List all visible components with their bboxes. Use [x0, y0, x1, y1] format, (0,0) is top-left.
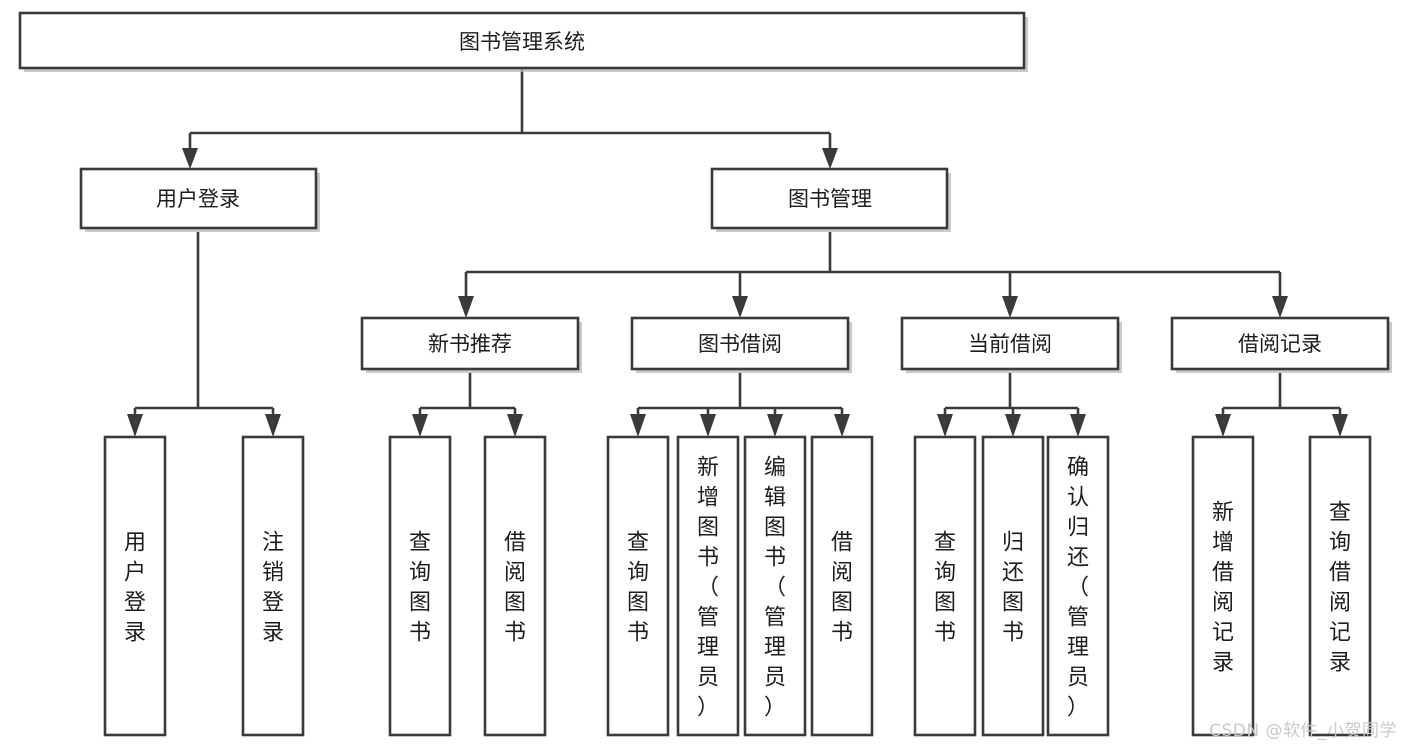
- node-current-borrow[interactable]: 当前借阅: [900, 316, 1122, 373]
- leaf-box: [913, 435, 977, 737]
- arrow-bm-to-current-borrow: [1002, 296, 1018, 318]
- leaf-current-borrow-3[interactable]: 确认归还（管理员）: [1046, 435, 1110, 737]
- leaf-user-login-2[interactable]: 注销登录: [241, 435, 305, 737]
- leaf-current-borrow-1[interactable]: 查询图书: [913, 435, 977, 737]
- arrow-root-to-user-login: [182, 148, 198, 169]
- arrow-current-borrow-leaf2: [1005, 414, 1021, 437]
- node-new-book-recommend[interactable]: 新书推荐: [360, 316, 582, 373]
- node-user-login[interactable]: 用户登录: [79, 167, 320, 232]
- arrow-book-borrow-leaf1: [630, 414, 646, 437]
- user-login-box: [79, 167, 318, 230]
- arrow-book-borrow-leaf4: [834, 414, 850, 437]
- leaf-label: 查询图书: [627, 530, 649, 645]
- arrow-user-login-leaf2: [265, 414, 281, 437]
- leaf-label: 编辑图书（管理员）: [764, 455, 786, 720]
- leaf-box: [388, 435, 452, 737]
- arrow-bm-to-new-book: [458, 296, 474, 318]
- arrow-new-book-leaf1: [412, 414, 428, 437]
- leaf-label: 用户登录: [124, 530, 146, 645]
- current-borrow-box: [900, 316, 1120, 371]
- leaf-label: 借阅图书: [831, 530, 853, 645]
- leaf-label: 注销登录: [262, 530, 284, 645]
- borrow-record-box: [1170, 316, 1390, 371]
- leaf-label: 归还图书: [1002, 530, 1024, 645]
- leaf-box: [743, 435, 807, 737]
- leaf-current-borrow-2[interactable]: 归还图书: [981, 435, 1045, 737]
- node-root[interactable]: 图书管理系统: [18, 11, 1028, 72]
- root-label: 图书管理系统: [459, 30, 585, 54]
- arrow-bm-to-book-borrow: [732, 296, 748, 318]
- node-borrow-record[interactable]: 借阅记录: [1170, 316, 1392, 373]
- book-manage-box: [710, 167, 949, 230]
- user-login-label: 用户登录: [156, 187, 240, 211]
- leaf-box: [483, 435, 547, 737]
- leaf-new-book-2[interactable]: 借阅图书: [483, 435, 547, 737]
- arrow-current-borrow-leaf3: [1070, 414, 1086, 437]
- root-box: [18, 11, 1026, 70]
- borrow-record-label: 借阅记录: [1238, 332, 1322, 356]
- new-book-label: 新书推荐: [428, 332, 512, 356]
- arrow-root-to-book-manage: [822, 148, 838, 169]
- arrow-book-borrow-leaf3: [767, 414, 783, 437]
- leaf-label: 查询图书: [934, 530, 956, 645]
- book-manage-label: 图书管理: [788, 187, 872, 211]
- leaf-box: [606, 435, 670, 737]
- arrow-book-borrow-leaf2: [700, 414, 716, 437]
- leaf-label: 查询图书: [409, 530, 431, 645]
- arrow-new-book-leaf2: [507, 414, 523, 437]
- leaf-book-borrow-3[interactable]: 编辑图书（管理员）: [743, 435, 807, 737]
- arrow-current-borrow-leaf1: [937, 414, 953, 437]
- new-book-box: [360, 316, 580, 371]
- leaf-label: 新增图书（管理员）: [697, 455, 719, 720]
- leaf-box: [241, 435, 305, 737]
- leaf-book-borrow-1[interactable]: 查询图书: [606, 435, 670, 737]
- leaf-book-borrow-4[interactable]: 借阅图书: [810, 435, 874, 737]
- node-book-borrow[interactable]: 图书借阅: [630, 316, 852, 373]
- arrow-bm-to-borrow-record: [1272, 296, 1288, 318]
- arrow-borrow-record-leaf2: [1332, 414, 1348, 437]
- leaf-box: [103, 435, 167, 737]
- leaf-box: [1191, 435, 1255, 737]
- node-book-manage[interactable]: 图书管理: [710, 167, 951, 232]
- leaf-box: [676, 435, 740, 737]
- connector-layer: [127, 68, 1348, 437]
- leaf-label: 确认归还（管理员）: [1067, 455, 1089, 720]
- leaf-box: [981, 435, 1045, 737]
- leaf-new-book-1[interactable]: 查询图书: [388, 435, 452, 737]
- leaf-borrow-record-2[interactable]: 查询借阅记录: [1308, 435, 1372, 737]
- leaf-box: [1046, 435, 1110, 737]
- leaf-box: [810, 435, 874, 737]
- current-borrow-label: 当前借阅: [968, 332, 1052, 356]
- leaf-label: 查询借阅记录: [1329, 500, 1351, 675]
- leaf-borrow-record-1[interactable]: 新增借阅记录: [1191, 435, 1255, 737]
- leaf-user-login-1[interactable]: 用户登录: [103, 435, 167, 737]
- arrow-borrow-record-leaf1: [1215, 414, 1231, 437]
- csdn-watermark: CSDN @软件_小贺同学: [1209, 721, 1397, 741]
- leaf-box: [1308, 435, 1372, 737]
- leaf-label: 借阅图书: [504, 530, 526, 645]
- arrow-user-login-leaf1: [127, 414, 143, 437]
- leaf-label: 新增借阅记录: [1212, 500, 1234, 675]
- leaf-book-borrow-2[interactable]: 新增图书（管理员）: [676, 435, 740, 737]
- book-borrow-box: [630, 316, 850, 371]
- book-borrow-label: 图书借阅: [698, 332, 782, 356]
